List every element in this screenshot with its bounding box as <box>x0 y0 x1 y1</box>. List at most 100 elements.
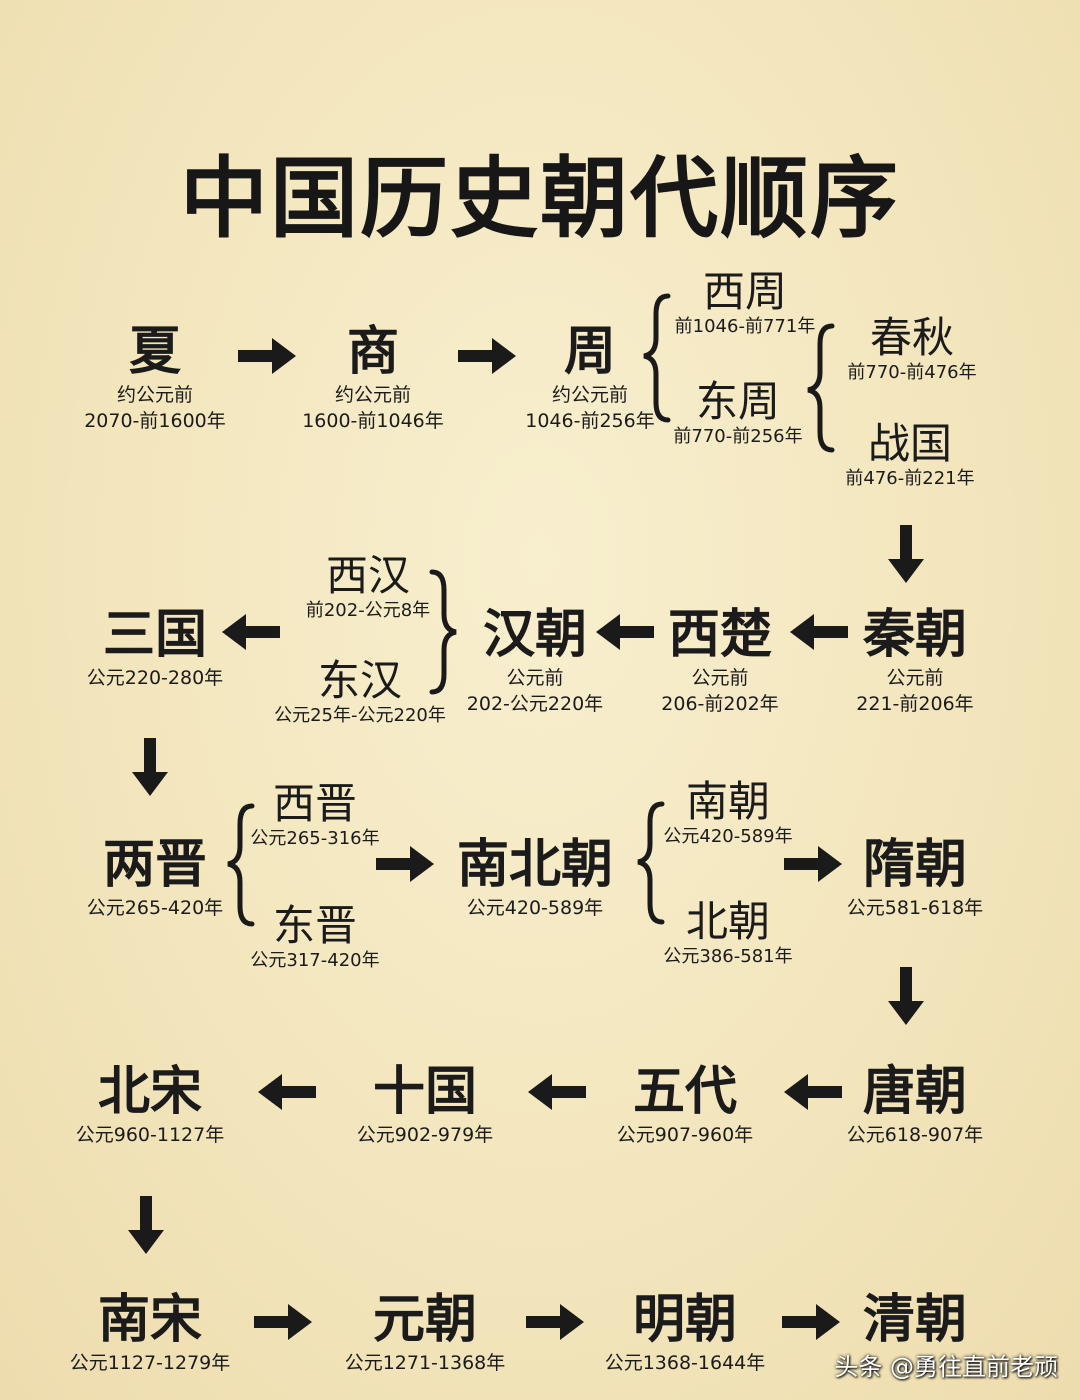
dynasty-name: 商 <box>346 322 399 382</box>
dynasty-name: 周 <box>563 322 616 382</box>
arrow-left-icon <box>258 1074 316 1110</box>
dynasty-name: 北宋 <box>97 1062 202 1122</box>
node-chunqiu: 春秋 前770-前476年 <box>832 314 992 384</box>
dynasty-date: 公元1368-1644年 <box>604 1352 766 1374</box>
dynasty-name: 明朝 <box>632 1290 737 1350</box>
page-title: 中国历史朝代顺序 <box>179 147 900 250</box>
dynasty-name: 夏 <box>128 322 181 382</box>
arrow-right-icon <box>376 846 434 882</box>
node-wudai: 五代 公元907-960年 <box>605 1062 765 1148</box>
arrow-down-icon <box>128 1196 164 1254</box>
dynasty-date: 约公元前 <box>334 384 411 406</box>
dynasty-date: 公元1271-1368年 <box>344 1352 506 1374</box>
arrow-left-icon <box>222 614 280 650</box>
dynasty-date: 1600-前1046年 <box>302 410 444 432</box>
dynasty-date: 公元前 <box>886 667 944 689</box>
dynasty-date: 公元1127-1279年 <box>69 1352 231 1374</box>
dynasty-date: 公元前 <box>691 667 749 689</box>
dynasty-date: 前770-前476年 <box>847 362 977 383</box>
arrow-down-icon <box>132 738 168 796</box>
brace-liangjin <box>227 803 255 927</box>
dynasty-date: 221-前206年 <box>856 693 974 715</box>
node-nanbeichao: 南北朝 公元420-589年 <box>445 835 625 921</box>
brace-zhou <box>643 293 671 423</box>
arrow-right-icon <box>784 846 842 882</box>
dynasty-date: 公元386-581年 <box>663 946 793 967</box>
arrow-left-icon <box>528 1074 586 1110</box>
dynasty-name: 东晋 <box>272 901 357 950</box>
node-sui: 隋朝 公元581-618年 <box>835 835 995 921</box>
dynasty-name: 西晋 <box>272 779 357 828</box>
dynasty-name: 秦朝 <box>862 605 967 665</box>
node-xihan: 西汉 前202-公元8年 <box>278 552 458 622</box>
node-dongzhou: 东周 前770-前256年 <box>658 378 818 448</box>
dynasty-date: 公元220-280年 <box>86 667 224 689</box>
node-beisong: 北宋 公元960-1127年 <box>65 1062 235 1148</box>
dynasty-date: 公元420-589年 <box>663 826 793 847</box>
node-ming: 明朝 公元1368-1644年 <box>595 1290 775 1376</box>
dynasty-name: 东汉 <box>317 656 402 705</box>
dynasty-name: 南宋 <box>97 1290 202 1350</box>
dynasty-name: 西汉 <box>325 551 410 600</box>
node-nansong: 南宋 公元1127-1279年 <box>60 1290 240 1376</box>
node-qin: 秦朝 公元前 221-前206年 <box>835 605 995 717</box>
dynasty-name: 战国 <box>867 419 952 468</box>
dynasty-name: 清朝 <box>862 1290 967 1350</box>
dynasty-name: 隋朝 <box>862 835 967 895</box>
watermark: 头条 @勇往直前老顽 <box>834 1353 1058 1381</box>
arrow-right-icon <box>238 338 296 374</box>
dynasty-name: 南朝 <box>685 777 770 826</box>
dynasty-name: 元朝 <box>372 1290 477 1350</box>
node-han: 汉朝 公元前 202-公元220年 <box>450 605 620 717</box>
node-nanchao: 南朝 公元420-589年 <box>648 778 808 848</box>
node-beichao: 北朝 公元386-581年 <box>648 898 808 968</box>
dynasty-date: 前476-前221年 <box>845 468 975 489</box>
dynasty-date: 公元902-979年 <box>356 1124 494 1146</box>
arrow-left-icon <box>790 614 848 650</box>
dynasty-name: 东周 <box>695 377 780 426</box>
dynasty-date: 前1046-前771年 <box>674 316 816 337</box>
arrow-down-icon <box>888 525 924 583</box>
dynasty-name: 西周 <box>702 267 787 316</box>
node-tang: 唐朝 公元618-907年 <box>835 1062 995 1148</box>
brace-han <box>429 569 457 695</box>
node-shang: 商 约公元前 1600-前1046年 <box>288 322 458 434</box>
dynasty-name: 唐朝 <box>862 1062 967 1122</box>
dynasty-date: 前770-前256年 <box>673 426 803 447</box>
node-liangjin: 两晋 公元265-420年 <box>75 835 235 921</box>
arrow-right-icon <box>782 1304 840 1340</box>
arrow-left-icon <box>784 1074 842 1110</box>
dynasty-date: 公元25年-公元220年 <box>274 705 446 726</box>
dynasty-name: 两晋 <box>102 835 207 895</box>
dynasty-name: 三国 <box>102 605 207 665</box>
dynasty-name: 汉朝 <box>482 605 587 665</box>
node-dongjin: 东晋 公元317-420年 <box>240 902 390 972</box>
node-xichu: 西楚 公元前 206-前202年 <box>640 605 800 717</box>
dynasty-date: 公元前 <box>506 667 564 689</box>
dynasty-date: 公元420-589年 <box>466 897 604 919</box>
dynasty-date: 公元960-1127年 <box>75 1124 225 1146</box>
node-xijin: 西晋 公元265-316年 <box>240 780 390 850</box>
brace-dongzhou <box>807 323 835 453</box>
node-shiguo: 十国 公元902-979年 <box>345 1062 505 1148</box>
dynasty-date: 前202-公元8年 <box>305 600 431 621</box>
dynasty-date: 公元618-907年 <box>846 1124 984 1146</box>
dynasty-date: 2070-前1600年 <box>84 410 226 432</box>
dynasty-date: 约公元前 <box>116 384 193 406</box>
node-sanguo: 三国 公元220-280年 <box>70 605 240 691</box>
node-donghan: 东汉 公元25年-公元220年 <box>260 657 460 727</box>
dynasty-date: 206-前202年 <box>661 693 779 715</box>
node-zhanguo: 战国 前476-前221年 <box>830 420 990 490</box>
node-xia: 夏 约公元前 2070-前1600年 <box>70 322 240 434</box>
node-zhou: 周 约公元前 1046-前256年 <box>510 322 670 434</box>
dynasty-date: 公元317-420年 <box>250 950 380 971</box>
dynasty-date: 公元907-960年 <box>616 1124 754 1146</box>
brace-nanbeichao <box>637 801 665 925</box>
node-yuan: 元朝 公元1271-1368年 <box>335 1290 515 1376</box>
arrow-right-icon <box>254 1304 312 1340</box>
dynasty-date: 公元581-618年 <box>846 897 984 919</box>
dynasty-name: 西楚 <box>667 605 772 665</box>
arrow-left-icon <box>596 614 654 650</box>
dynasty-name: 北朝 <box>685 897 770 946</box>
